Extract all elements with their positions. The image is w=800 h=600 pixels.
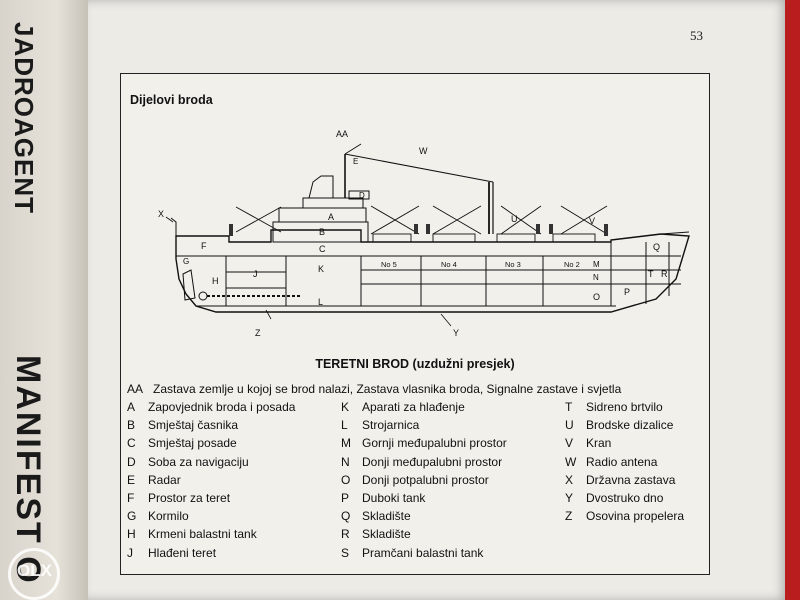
part-label-u: U (511, 214, 518, 224)
part-label-x: X (158, 209, 164, 219)
part-label-v: V (589, 216, 595, 226)
spine-title-bottom: MANIFEST O (9, 355, 47, 585)
legend-key: AA (127, 382, 144, 396)
part-label-c: C (319, 244, 326, 254)
part-label-k: K (318, 264, 324, 274)
part-label-e: E (353, 157, 358, 166)
part-label-r: R (661, 269, 668, 279)
part-label-z: Z (255, 328, 261, 338)
watermark-text: OLX (17, 561, 52, 580)
part-label-d: D (359, 191, 365, 200)
legend-text: Zastava zemlje u kojoj se brod nalazi, Z… (153, 382, 622, 396)
part-label-o: O (593, 292, 600, 302)
part-label-l: L (318, 297, 323, 307)
figure-title: Dijelovi broda (130, 93, 213, 107)
part-label-b: B (319, 227, 325, 237)
part-label-t: T (648, 269, 654, 279)
spine-title-top: JADROAGENT (9, 22, 39, 215)
hold-label-4: No 4 (441, 260, 457, 269)
flag-staff (170, 217, 177, 236)
olx-watermark-logo: OLX (8, 548, 60, 600)
part-label-q: Q (653, 242, 660, 252)
part-label-n: N (593, 273, 599, 282)
hold-label-3: No 3 (505, 260, 521, 269)
left-page: JADROAGENT MANIFEST O (0, 0, 95, 600)
ship-diagram: No 5 No 4 No 3 No 2 AA W E D X A B C F G… (158, 129, 690, 338)
part-label-a: A (328, 212, 334, 222)
part-label-w: W (419, 146, 428, 156)
part-label-y: Y (453, 328, 459, 338)
part-label-j: J (253, 269, 258, 279)
diagram-title: TERETNI BROD (uzdužni presjek) (315, 357, 515, 371)
part-label-m: M (593, 260, 600, 269)
book-edge (785, 0, 800, 600)
rudder (182, 269, 196, 301)
page-number: 53 (690, 28, 703, 43)
part-label-aa: AA (336, 129, 348, 139)
figure-box: Dijelovi broda (120, 73, 710, 575)
part-label-p: P (624, 287, 630, 297)
funnel (308, 175, 334, 199)
legend-aa: AA Zastava zemlje u kojoj se brod nalazi… (127, 382, 621, 396)
hold-label-5: No 5 (381, 260, 397, 269)
hull-outline (175, 229, 690, 313)
part-label-h: H (212, 276, 219, 286)
part-label-f: F (201, 241, 207, 251)
forecastle (610, 231, 690, 241)
hold-label-2: No 2 (564, 260, 580, 269)
part-label-g: G (183, 257, 189, 266)
